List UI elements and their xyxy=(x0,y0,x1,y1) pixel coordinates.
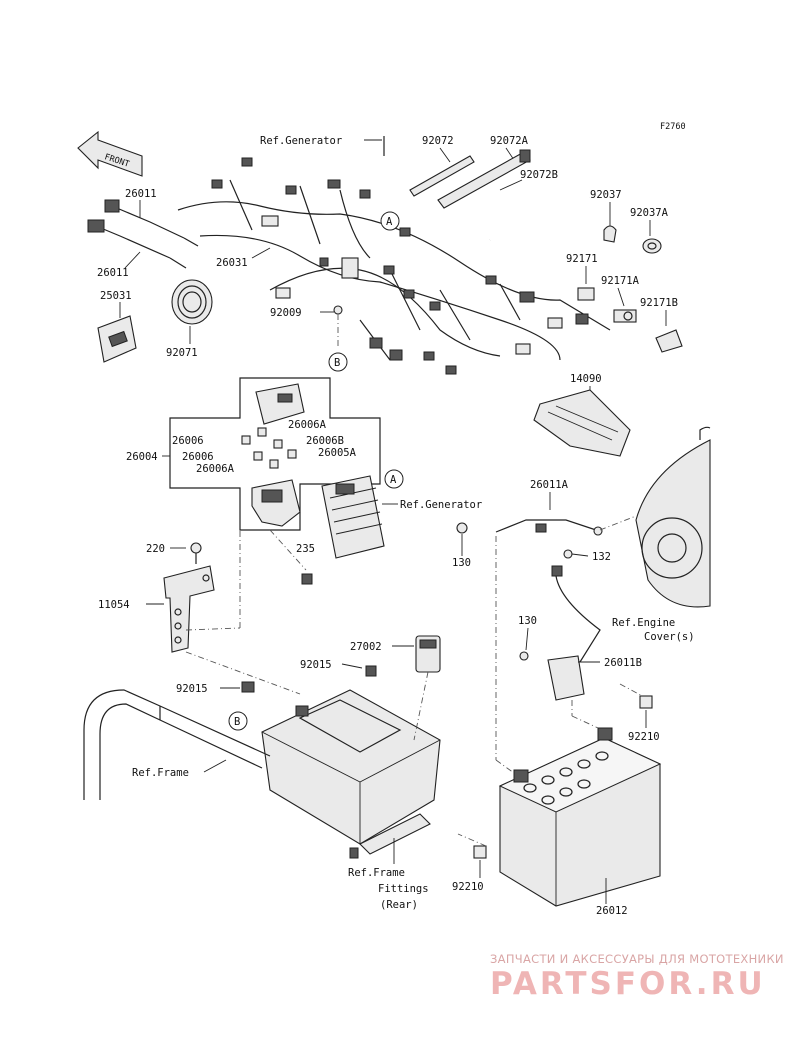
callout-26011-lower: 26011 xyxy=(97,267,129,279)
ref-generator-top: Ref.Generator xyxy=(260,135,342,147)
fuses-group xyxy=(241,427,297,469)
main-wiring-harness-26031 xyxy=(177,157,611,375)
ground-wire-26011a xyxy=(495,519,603,536)
ref-generator-mid: Ref.Generator xyxy=(400,499,482,511)
callout-92210-right: 92210 xyxy=(628,731,660,743)
clip-92171b xyxy=(655,329,683,353)
clamp-92037 xyxy=(603,225,617,243)
callout-26004: 26004 xyxy=(126,451,158,463)
bolt-130-top xyxy=(456,522,468,534)
cover-14090 xyxy=(533,389,631,457)
callout-26011: 26011 xyxy=(125,188,157,200)
callout-26006b: 26006B xyxy=(306,435,344,447)
marker-a-top-letter: A xyxy=(386,216,393,228)
clip-92171 xyxy=(577,287,595,301)
ref-frame: Ref.Frame xyxy=(132,767,189,779)
engine-cover xyxy=(635,426,711,608)
callout-130-top: 130 xyxy=(452,557,471,569)
bracket-11054 xyxy=(163,565,215,653)
ref-frame-fittings-line3: (Rear) xyxy=(380,899,418,911)
marker-a-mid-letter: A xyxy=(390,474,397,486)
marker-a-top xyxy=(380,211,400,231)
cable-tie-92072a xyxy=(437,149,531,209)
regulator-rectifier xyxy=(321,475,385,559)
callout-26011a: 26011A xyxy=(530,479,569,491)
ref-engine-cover-line1: Ref.Engine xyxy=(612,617,675,629)
callout-26031: 26031 xyxy=(216,257,248,269)
front-arrow-icon: FRONT xyxy=(77,130,143,177)
clip-92171a xyxy=(613,309,637,323)
assembly-bracket-26004 xyxy=(169,377,381,531)
nut-92210-right xyxy=(639,695,653,709)
callout-235: 235 xyxy=(296,543,315,555)
grommet-92071 xyxy=(171,279,213,325)
screw-220 xyxy=(190,542,202,564)
callout-26006-second: 26006 xyxy=(182,451,214,463)
callout-26012: 26012 xyxy=(596,905,628,917)
figure-code: F2760 xyxy=(660,122,686,132)
callout-92071: 92071 xyxy=(166,347,198,359)
callout-130-mid: 130 xyxy=(518,615,537,627)
callout-92210-bottom: 92210 xyxy=(452,881,484,893)
marker-b-top-letter: B xyxy=(334,357,340,369)
callout-92037: 92037 xyxy=(590,189,622,201)
ref-engine-cover-line2: Cover(s) xyxy=(644,631,695,643)
watermark-brand: PARTSFOR.RU xyxy=(490,966,766,1002)
callout-25031: 25031 xyxy=(100,290,132,302)
bolt-235 xyxy=(301,573,313,585)
cable-tie-92072b xyxy=(489,196,591,241)
callout-92072a: 92072A xyxy=(490,135,529,147)
battery-cable-26011b xyxy=(547,565,601,701)
callout-14090: 14090 xyxy=(570,373,602,385)
watermark-tagline: ЗАПЧАСТИ И АКСЕССУАРЫ ДЛЯ МОТОТЕХНИКИ xyxy=(490,952,784,966)
callout-92171a: 92171A xyxy=(601,275,640,287)
callout-26006a-top: 26006A xyxy=(288,419,327,431)
callout-92171b: 92171B xyxy=(640,297,678,309)
marker-b-top xyxy=(328,352,348,372)
frame-tube xyxy=(83,689,271,800)
callout-220: 220 xyxy=(146,543,165,555)
callout-26005a: 26005A xyxy=(318,447,357,459)
control-unit-25031 xyxy=(97,315,137,363)
marker-b-low xyxy=(228,711,248,731)
ref-frame-fittings-line1: Ref.Frame xyxy=(348,867,405,879)
battery-case xyxy=(261,665,441,859)
bolt-132 xyxy=(563,549,573,559)
fuse-box-lid xyxy=(255,383,305,425)
callout-11054: 11054 xyxy=(98,599,130,611)
clamp-92037a xyxy=(642,238,662,254)
ref-frame-fittings-line2: Fittings xyxy=(378,883,429,895)
nut-92210-bottom xyxy=(473,845,487,859)
callout-132: 132 xyxy=(592,551,611,563)
callout-92015-top: 92015 xyxy=(300,659,332,671)
callout-92037a: 92037A xyxy=(630,207,669,219)
callout-26011b: 26011B xyxy=(604,657,642,669)
clip-92009 xyxy=(333,305,343,315)
callout-92171: 92171 xyxy=(566,253,598,265)
callout-92009: 92009 xyxy=(270,307,302,319)
callout-92072: 92072 xyxy=(422,135,454,147)
callout-26006a-low: 26006A xyxy=(196,463,235,475)
callout-26006: 26006 xyxy=(172,435,204,447)
wire-lead-26011-top xyxy=(104,199,199,247)
battery-26012 xyxy=(498,727,662,907)
nut-92015 xyxy=(241,681,255,693)
marker-b-low-letter: B xyxy=(234,716,240,728)
callout-92015-left: 92015 xyxy=(176,683,208,695)
fuse-box-body xyxy=(251,479,301,527)
relay-27002 xyxy=(415,635,441,673)
callout-92072b: 92072B xyxy=(520,169,558,181)
wire-lead-26011-bottom xyxy=(87,219,187,269)
callout-27002: 27002 xyxy=(350,641,382,653)
bolt-130-mid xyxy=(519,651,529,661)
cable-tie-92072 xyxy=(409,155,475,197)
marker-a-mid xyxy=(384,469,404,489)
